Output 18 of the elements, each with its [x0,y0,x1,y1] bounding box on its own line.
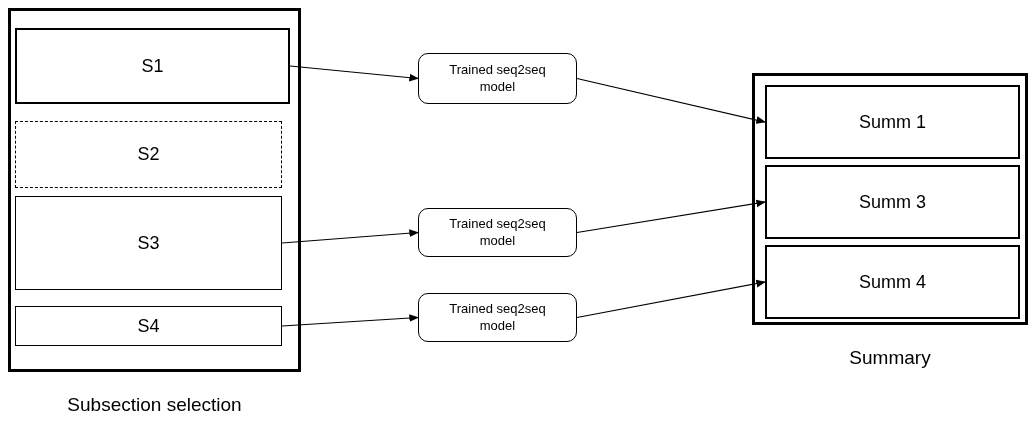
section-box: Summ 1 [765,85,1020,159]
model-box: Trained seq2seq model [418,293,577,342]
arrow [281,229,419,244]
model-box: Trained seq2seq model [418,53,577,104]
arrow [576,279,766,319]
section-box: Summ 4 [765,245,1020,319]
section-box: S2 [15,121,282,188]
arrow [576,199,766,234]
arrow [576,77,766,124]
arrow [289,65,419,82]
section-box: S3 [15,196,282,290]
model-box: Trained seq2seq model [418,208,577,257]
group-caption: Summary [849,346,931,370]
section-box: S4 [15,306,282,346]
section-box: S1 [15,28,290,104]
arrow [281,314,419,327]
group-caption: Subsection selection [67,393,242,417]
section-box: Summ 3 [765,165,1020,239]
